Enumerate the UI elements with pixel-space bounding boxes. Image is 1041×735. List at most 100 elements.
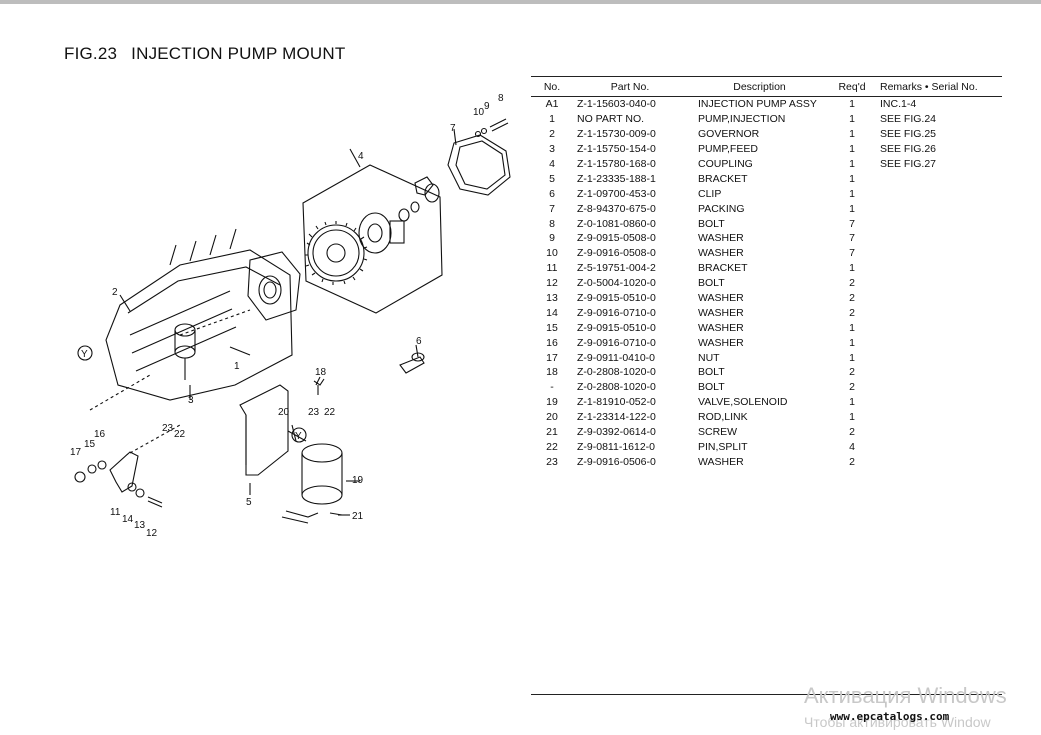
row-part-no: Z-9-0811-1612-0 xyxy=(577,440,656,453)
parts-table: No. Part No. Description Req'd Remarks •… xyxy=(531,76,1002,469)
row-part-no: Z-9-0911-0410-0 xyxy=(577,351,656,364)
row-part-no: Z-9-0915-0508-0 xyxy=(577,232,656,245)
row-no: 9 xyxy=(549,232,555,245)
row-description: WASHER xyxy=(698,321,744,334)
row-description: WASHER xyxy=(698,455,744,468)
row-reqd: 7 xyxy=(849,232,855,245)
row-reqd: 1 xyxy=(849,143,855,156)
callout-7: 7 xyxy=(450,123,456,134)
row-description: INJECTION PUMP ASSY xyxy=(698,98,817,111)
row-remarks xyxy=(872,380,1002,395)
row-description: WASHER xyxy=(698,306,744,319)
row-no: 8 xyxy=(549,217,555,230)
row-part-no: NO PART NO. xyxy=(577,113,645,126)
row-part-no: Z-9-0915-0510-0 xyxy=(577,292,656,305)
figure-name: INJECTION PUMP MOUNT xyxy=(131,44,346,63)
row-reqd: 7 xyxy=(849,217,855,230)
row-description: PACKING xyxy=(698,202,745,215)
row-no: 13 xyxy=(546,292,558,305)
callout-6: 6 xyxy=(416,336,422,347)
row-no: - xyxy=(550,381,554,394)
row-no: 12 xyxy=(546,277,558,290)
row-description: ROD,LINK xyxy=(698,411,748,424)
row-remarks xyxy=(872,231,1002,246)
row-part-no: Z-9-0392-0614-0 xyxy=(577,426,656,439)
callout-23-left: 23 xyxy=(162,423,174,434)
row-remarks xyxy=(872,305,1002,320)
row-remarks xyxy=(872,201,1002,216)
row-remarks: SEE FIG.27 xyxy=(880,158,937,170)
callout-20: 20 xyxy=(278,407,290,418)
row-part-no: Z-9-0916-0710-0 xyxy=(577,306,656,319)
site-url[interactable]: www.epcatalogs.com xyxy=(830,710,950,723)
row-remarks xyxy=(872,186,1002,201)
row-part-no: Z-0-1081-0860-0 xyxy=(577,217,656,230)
row-remarks xyxy=(872,410,1002,425)
row-part-no: Z-1-15780-168-0 xyxy=(577,158,656,170)
row-no: 14 xyxy=(546,306,558,319)
row-reqd: 2 xyxy=(849,292,855,305)
row-part-no: Z-9-0916-0508-0 xyxy=(577,247,656,260)
callout-16: 16 xyxy=(94,429,106,440)
row-reqd: 1 xyxy=(849,351,855,364)
row-description: PIN,SPLIT xyxy=(698,440,748,453)
row-no: 17 xyxy=(546,351,558,364)
row-no: 21 xyxy=(546,426,558,439)
row-reqd: 2 xyxy=(849,381,855,394)
callout-14: 14 xyxy=(122,514,134,525)
header-remarks: Remarks • Serial No. xyxy=(872,76,1002,97)
row-part-no: Z-0-2808-1020-0 xyxy=(577,381,656,394)
callout-y-left: Y xyxy=(81,349,88,360)
row-no: A1 xyxy=(545,98,559,111)
row-no: 3 xyxy=(549,143,555,156)
callout-22-right: 22 xyxy=(324,407,336,418)
activation-watermark-subtitle: Чтобы активировать Window xyxy=(804,714,991,730)
callout-23-right: 23 xyxy=(308,407,320,418)
row-description: BOLT xyxy=(698,277,725,290)
row-no: 10 xyxy=(546,247,558,260)
table-header-row: No. Part No. Description Req'd Remarks •… xyxy=(531,76,1002,97)
row-no: 5 xyxy=(549,172,555,185)
row-remarks xyxy=(872,171,1002,186)
row-part-no: Z-1-81910-052-0 xyxy=(577,396,656,409)
row-reqd: 2 xyxy=(849,277,855,290)
gear xyxy=(307,224,365,282)
row-description: SCREW xyxy=(698,426,738,439)
row-remarks xyxy=(872,246,1002,261)
row-remarks xyxy=(872,320,1002,335)
row-reqd: 1 xyxy=(849,113,855,126)
row-no: 22 xyxy=(546,440,558,453)
row-remarks xyxy=(872,395,1002,410)
row-description: BRACKET xyxy=(698,262,748,275)
row-description: COUPLING xyxy=(698,158,753,170)
row-no: 18 xyxy=(546,366,558,379)
row-no: 2 xyxy=(549,128,555,141)
row-part-no: Z-9-0916-0710-0 xyxy=(577,336,656,349)
row-no: 23 xyxy=(546,455,558,468)
row-description: WASHER xyxy=(698,247,744,260)
parts-list: No. Part No. Description Req'd Remarks •… xyxy=(531,76,1002,469)
row-reqd: 1 xyxy=(849,262,855,275)
row-remarks xyxy=(872,335,1002,350)
row-reqd: 1 xyxy=(849,336,855,349)
row-no: 4 xyxy=(549,158,555,170)
row-remarks xyxy=(872,291,1002,306)
row-remarks xyxy=(872,276,1002,291)
